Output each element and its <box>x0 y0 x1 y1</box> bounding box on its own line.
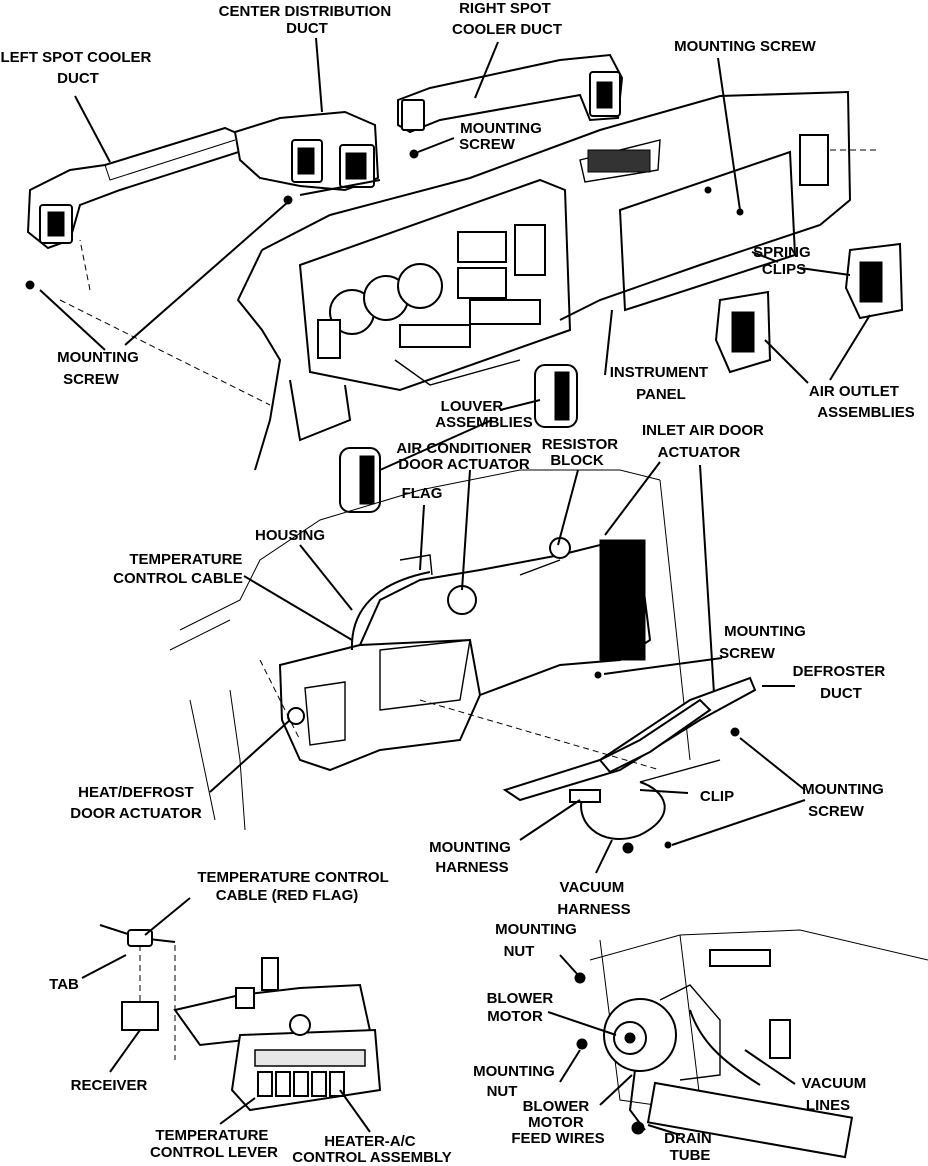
label-air-outlet-assemblies: AIR OUTLET ASSEMBLIES <box>809 383 915 421</box>
label-center-distribution-duct: CENTER DISTRIBUTION DUCT <box>219 3 396 37</box>
label-mounting-harness: MOUNTING HARNESS <box>429 839 515 876</box>
label-instrument-panel: INSTRUMENT PANEL <box>610 364 713 403</box>
label-receiver: RECEIVER <box>71 1077 148 1094</box>
evap-grille <box>603 545 641 660</box>
label-mounting-screw-mid: MOUNTING SCREW <box>719 623 810 662</box>
label-mounting-screw-top-right: MOUNTING SCREW <box>674 38 817 55</box>
label-flag: FLAG <box>402 485 443 502</box>
hvac-housing <box>169 464 716 831</box>
duct-assembly <box>26 53 624 250</box>
label-temperature-control-lever: TEMPERATURE CONTROL LEVER <box>150 1127 278 1161</box>
louver-assemblies <box>339 364 578 513</box>
label-vacuum-lines: VACUUM LINES <box>802 1075 871 1114</box>
label-housing: HOUSING <box>255 527 325 544</box>
label-mounting-nut-top: MOUNTING NUT <box>495 921 581 960</box>
vacuum-harness-part <box>569 759 721 854</box>
label-left-spot-cooler-duct: LEFT SPOT COOLER DUCT <box>0 49 155 87</box>
label-defroster-duct: DEFROSTER DUCT <box>793 663 890 702</box>
label-blower-motor: BLOWER MOTOR <box>487 990 558 1025</box>
label-mounting-screw-left: MOUNTING SCREW <box>57 349 143 388</box>
label-spring-clips: SPRING CLIPS <box>753 244 815 278</box>
label-temperature-control-cable-red-flag: TEMPERATURE CONTROL CABLE (RED FLAG) <box>197 869 392 904</box>
label-temperature-control-cable: TEMPERATURE CONTROL CABLE <box>113 551 246 587</box>
label-heat-defrost-door-actuator: HEAT/DEFROST DOOR ACTUATOR <box>70 784 202 822</box>
label-drain-tube: DRAIN TUBE <box>664 1130 716 1164</box>
blower-motor-part <box>574 929 928 1159</box>
label-blower-motor-feed-wires: BLOWER MOTOR FEED WIRES <box>511 1098 604 1147</box>
label-heater-ac-control-assembly: HEATER-A/C CONTROL ASSEMBLY <box>292 1133 451 1166</box>
instrument-panel <box>59 90 880 471</box>
label-tab: TAB <box>49 976 79 993</box>
air-outlet-assemblies <box>714 134 904 374</box>
leader-lines <box>39 37 871 1136</box>
label-resistor-block: RESISTOR BLOCK <box>542 436 623 469</box>
label-right-spot-cooler-duct: RIGHT SPOT COOLER DUCT <box>452 0 562 38</box>
label-clip: CLIP <box>700 788 734 805</box>
label-mounting-screw-center: MOUNTING SCREW <box>459 120 546 153</box>
defroster-duct-part <box>259 659 757 802</box>
label-louver-assemblies: LOUVER ASSEMBLIES <box>435 398 533 431</box>
label-mounting-screw-lower-right: MOUNTING SCREW <box>802 781 888 820</box>
label-air-conditioner-door-actuator: AIR CONDITIONER DOOR ACTUATOR <box>396 440 535 473</box>
label-inlet-air-door-actuator: INLET AIR DOOR ACTUATOR <box>642 422 768 461</box>
dash-vent-grille <box>587 149 651 173</box>
heater-ac-control-assembly-part <box>99 924 382 1112</box>
label-vacuum-harness: VACUUM HARNESS <box>557 879 630 918</box>
label-mounting-nut-bottom: MOUNTING NUT <box>473 1063 559 1100</box>
fasteners <box>25 149 744 849</box>
